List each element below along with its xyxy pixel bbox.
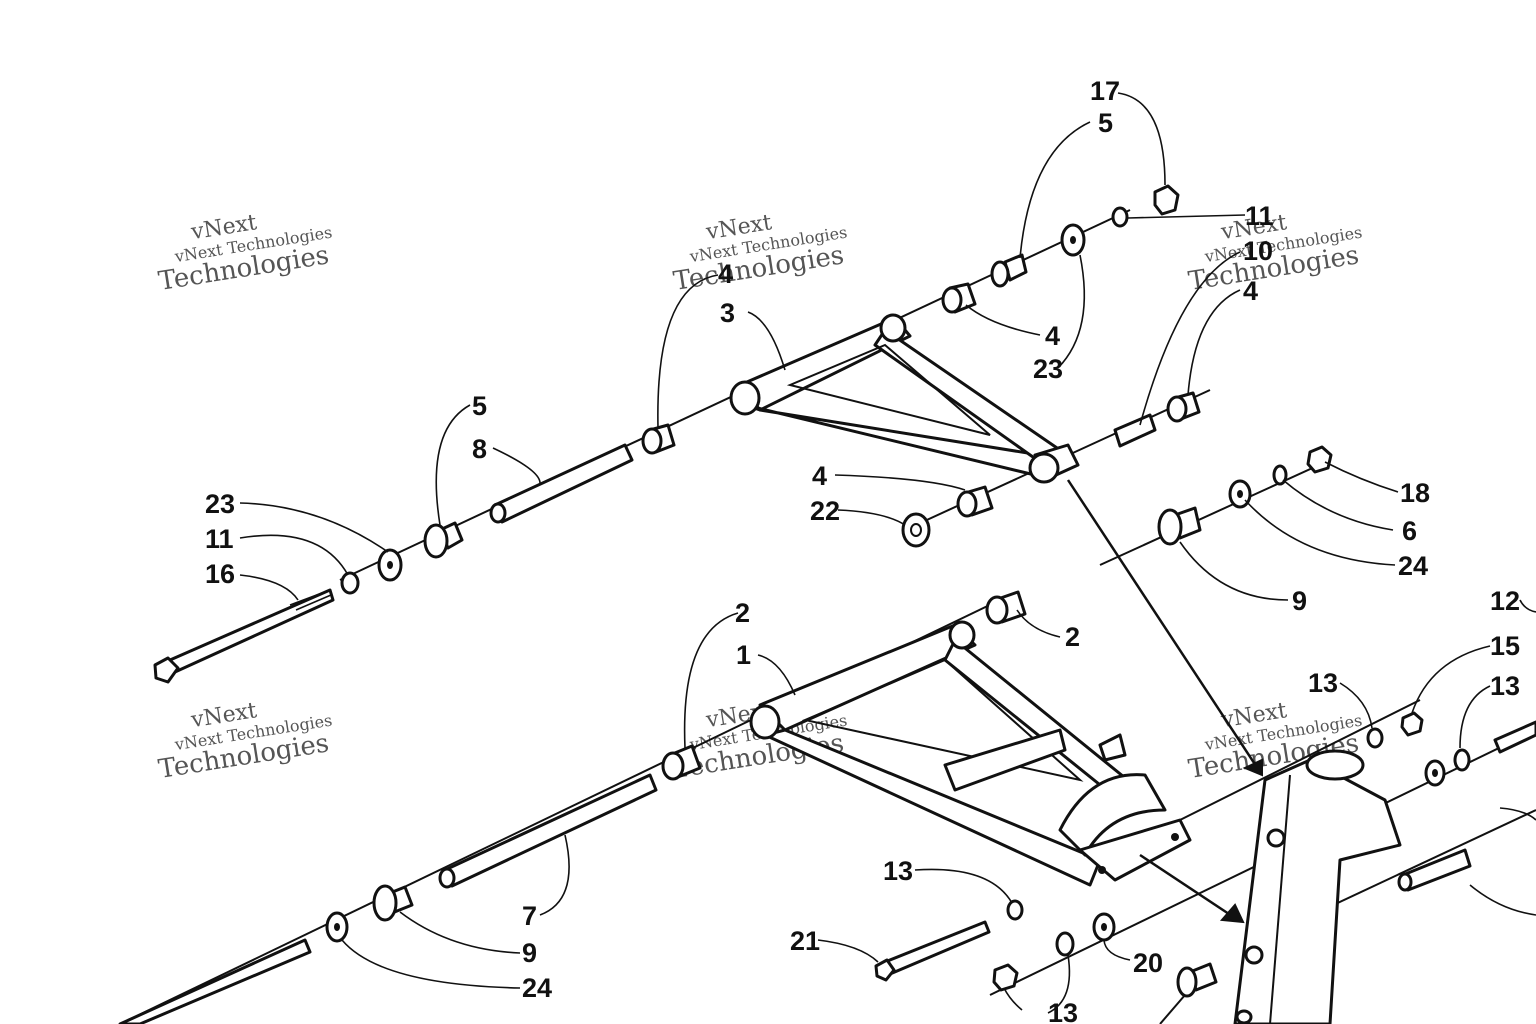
callout-11: 11 (1245, 201, 1274, 231)
callout-22: 22 (810, 496, 840, 526)
sleeve-7 (438, 773, 658, 889)
callout-2: 2 (1065, 622, 1080, 652)
callout-12: 12 (1490, 586, 1520, 616)
callout-17: 17 (1090, 76, 1120, 106)
washer-24 (325, 911, 349, 943)
callout-13: 13 (883, 856, 913, 886)
sleeve-8 (489, 443, 634, 524)
callout-4: 4 (812, 461, 827, 491)
callout-9: 9 (1292, 586, 1307, 616)
bushing-4 (641, 423, 676, 455)
flanged-bushing-5 (990, 253, 1028, 288)
washer-24 (1228, 479, 1252, 509)
callout-13: 13 (1490, 671, 1520, 701)
bushing-2 (661, 744, 702, 781)
washer-13 (1006, 899, 1024, 921)
bolt-16 (153, 588, 335, 684)
washer-23 (377, 548, 403, 582)
callout-6: 6 (1402, 516, 1417, 546)
short-axis (1179, 699, 1421, 821)
nut-18 (1306, 445, 1333, 474)
bolt-12 (1493, 720, 1536, 754)
callout-24: 24 (1398, 551, 1428, 581)
washer-13 (1055, 931, 1075, 957)
flanged-bushing-9 (372, 884, 414, 922)
callout-4: 4 (1243, 276, 1258, 306)
callout-2: 2 (735, 598, 750, 628)
callout-13: 13 (1048, 998, 1078, 1024)
lower-a-arm (749, 620, 1192, 887)
callout-1: 1 (736, 640, 751, 670)
callout-18: 18 (1400, 478, 1430, 508)
callout-13: 13 (1308, 668, 1338, 698)
spindle-bracket (1233, 749, 1402, 1024)
nut-15 (1400, 711, 1424, 737)
washer-20 (1092, 912, 1116, 942)
parts (118, 184, 1536, 1024)
callout-4: 4 (1045, 321, 1060, 351)
watermark: vNext vNext Technologies Technologies (671, 210, 848, 297)
middle-axis (1099, 459, 1331, 566)
callout-11: 11 (205, 524, 234, 554)
lock-washer-6 (1272, 464, 1288, 486)
assembly-arrows (1066, 479, 1264, 924)
washer (1424, 759, 1446, 787)
washer-13 (1453, 748, 1471, 772)
washer-23 (1060, 223, 1086, 257)
callout-16: 16 (205, 559, 235, 589)
flanged-bolt (1159, 962, 1218, 1024)
callout-20: 20 (1133, 948, 1163, 978)
upper-a-arm (729, 313, 1080, 484)
sleeve-10 (1113, 413, 1157, 448)
callout-23: 23 (1033, 354, 1063, 384)
flanged-bushing-5 (423, 521, 464, 559)
sleeve (1397, 848, 1472, 892)
callout-7: 7 (522, 901, 537, 931)
callout-3: 3 (720, 298, 735, 328)
bushing-2 (985, 590, 1027, 625)
bushing-4 (956, 485, 994, 518)
callout-labels: 17 5 11 10 4 4 3 4 23 5 8 23 11 16 4 22 … (205, 76, 1520, 1024)
long-bolt (118, 938, 312, 1024)
bushing-4 (941, 282, 977, 314)
leader-lines (239, 92, 1536, 1014)
watermarks: vNext vNext Technologies Technologies vN… (156, 210, 1363, 785)
lock-washer-11 (340, 571, 360, 595)
callout-4: 4 (718, 259, 733, 289)
callout-23: 23 (205, 489, 235, 519)
callout-15: 15 (1490, 631, 1520, 661)
washer-13 (1366, 727, 1384, 749)
flanged-nut-22 (901, 512, 931, 548)
watermark: vNext vNext Technologies Technologies (156, 210, 333, 297)
watermark: vNext vNext Technologies Technologies (156, 698, 333, 785)
watermark: vNext vNext Technologies Technologies (1186, 210, 1363, 297)
callout-5: 5 (472, 391, 487, 421)
bushing-4 (1166, 391, 1201, 423)
nut (992, 963, 1019, 992)
callout-9: 9 (522, 938, 537, 968)
lock-washer-11 (1111, 206, 1129, 228)
callout-5: 5 (1098, 108, 1113, 138)
callout-10: 10 (1243, 236, 1273, 266)
bolt-21 (874, 920, 991, 982)
nut-17 (1153, 184, 1180, 216)
flanged-bushing-9 (1157, 506, 1202, 546)
callout-24: 24 (522, 973, 552, 1003)
callout-8: 8 (472, 434, 487, 464)
callout-21: 21 (790, 926, 820, 956)
